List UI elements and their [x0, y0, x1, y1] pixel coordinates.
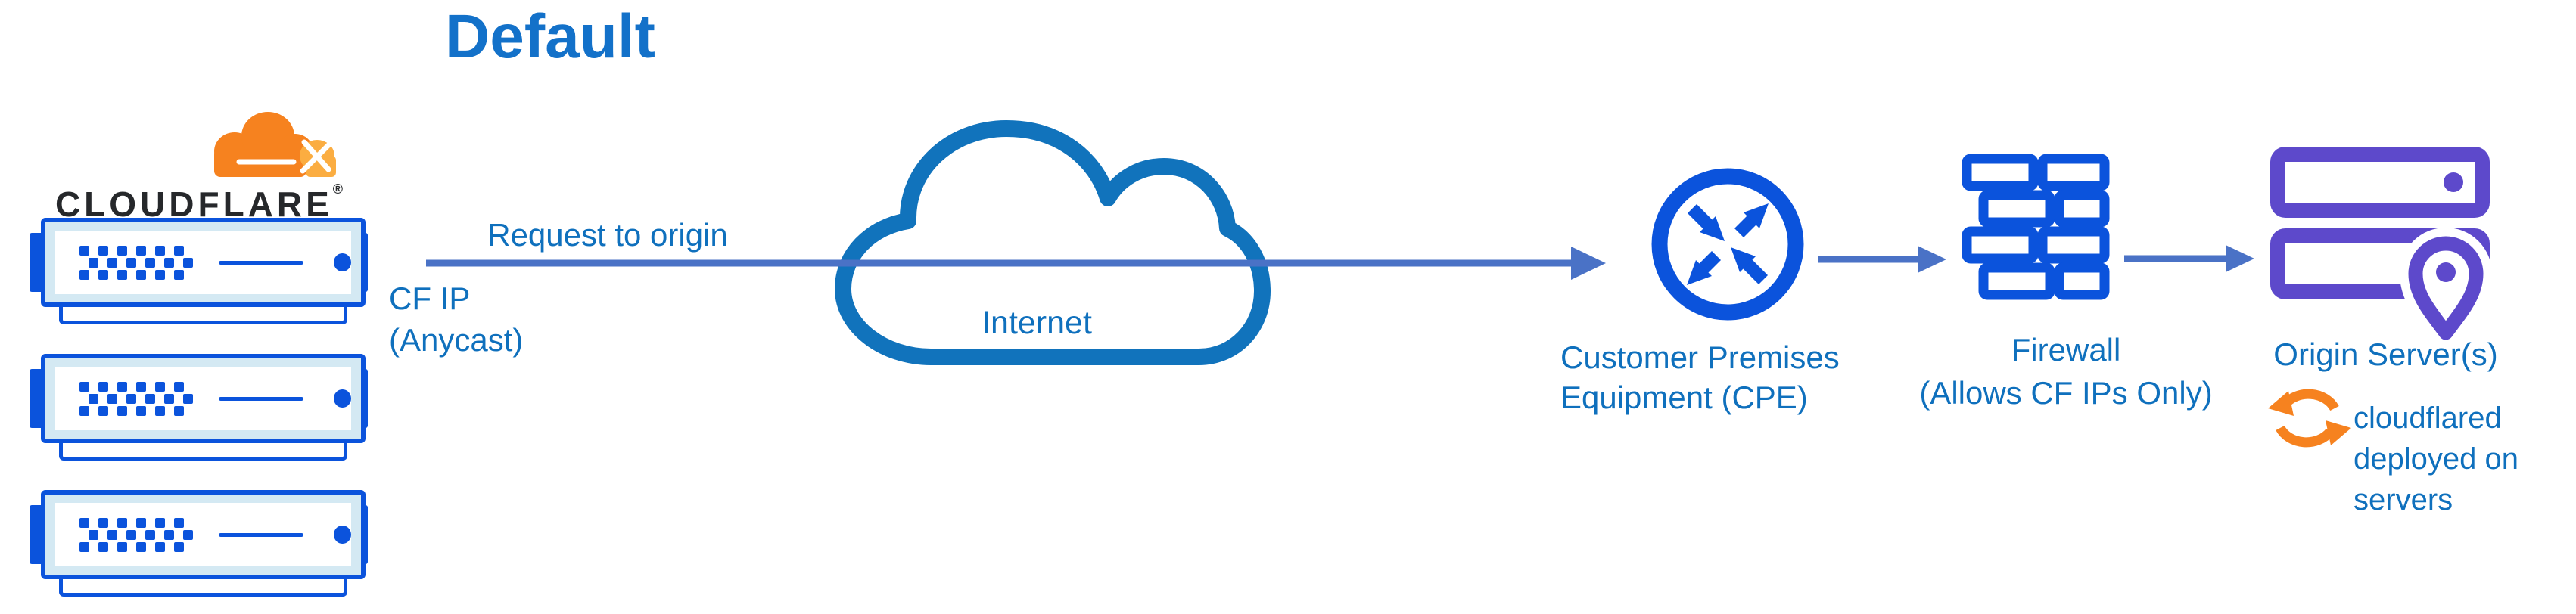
- origin-servers-location-icon: [2270, 147, 2492, 340]
- server-rack-icon: [30, 354, 368, 464]
- cloudflare-node: CLOUDFLARE®: [45, 106, 348, 224]
- server-body: [41, 218, 366, 307]
- server-body: [41, 354, 366, 443]
- firewall-label-line2: (Allows CF IPs Only): [1919, 375, 2213, 411]
- server-vents: [79, 381, 193, 416]
- cf-ip-anycast-label: CF IP (Anycast): [389, 278, 523, 361]
- origin-servers-label: Origin Server(s): [2273, 336, 2498, 372]
- cloudflared-note-line2: deployed on: [2354, 442, 2518, 476]
- cloudflared-note-line1: cloudflared: [2354, 402, 2502, 435]
- cloudflared-note: cloudflared deployed on servers: [2354, 398, 2518, 520]
- cf-ip-line2: (Anycast): [389, 321, 524, 358]
- cpe-label: Customer Premises Equipment (CPE): [1560, 337, 1840, 418]
- server-tray: [59, 576, 347, 597]
- server-body: [41, 490, 366, 579]
- brick-wall-icon: [1962, 154, 2110, 300]
- cloudflared-note-line3: servers: [2354, 483, 2453, 516]
- cloudflare-wordmark: CLOUDFLARE®: [54, 181, 344, 224]
- page-title: Default: [445, 2, 655, 71]
- server-vents: [79, 517, 193, 552]
- server-rack-icon: [30, 218, 368, 327]
- sync-arrows-icon: [2268, 389, 2351, 448]
- server-power-led: [334, 253, 351, 271]
- server-slot: [219, 260, 304, 265]
- server-tray: [59, 440, 347, 460]
- server-tray: [59, 304, 347, 324]
- cpe-label-line1: Customer Premises: [1560, 340, 1840, 375]
- server-power-led: [334, 389, 351, 408]
- registered-trademark: ®: [332, 181, 344, 197]
- request-to-origin-label: Request to origin: [487, 217, 728, 253]
- firewall-label: Firewall (Allows CF IPs Only): [1892, 328, 2240, 414]
- internet-label: Internet: [982, 305, 1092, 341]
- cpe-label-line2: Equipment (CPE): [1560, 380, 1808, 416]
- cloud-icon: [835, 120, 1271, 365]
- server-rack-icon: [30, 490, 368, 600]
- cpe-to-firewall-arrowhead: [1918, 246, 1946, 273]
- firewall-to-origin-arrowhead: [2226, 245, 2254, 272]
- cf-ip-line1: CF IP: [389, 281, 471, 316]
- server-slot: [219, 532, 304, 537]
- server-power-led: [334, 526, 351, 544]
- server-slot: [219, 396, 304, 401]
- cloudflare-logo-icon: [214, 112, 336, 177]
- traffic-exchange-icon: [1651, 168, 1804, 321]
- request-arrowhead: [1571, 247, 1606, 280]
- firewall-label-line1: Firewall: [2011, 332, 2121, 367]
- server-vents: [79, 245, 193, 280]
